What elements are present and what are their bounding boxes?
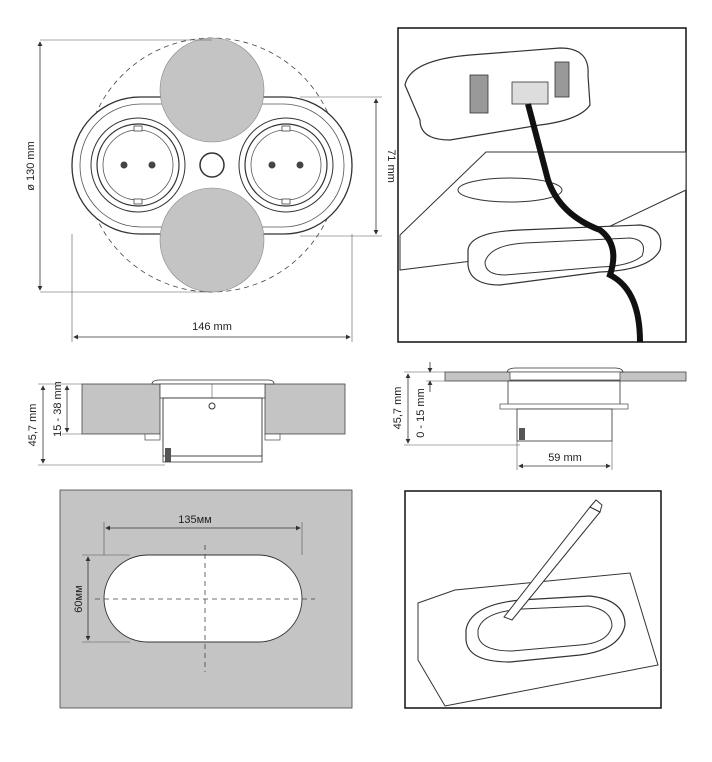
open-thickness-label: 15 - 38 mm xyxy=(52,381,64,437)
cutout-hole xyxy=(103,554,303,643)
side-view-closed xyxy=(404,362,687,470)
lid-bottom xyxy=(159,187,265,293)
panel-right xyxy=(264,383,346,435)
cutout-width-label: 135мм xyxy=(178,514,211,526)
closed-thickness-label: 0 - 15 mm xyxy=(415,388,427,438)
width-59-label: 59 mm xyxy=(548,452,582,464)
cutout-height-label: 60мм xyxy=(73,585,85,612)
marking-illustration xyxy=(404,490,662,709)
open-height-label: 45,7 mm xyxy=(27,404,39,447)
cutout-view xyxy=(59,489,353,709)
closed-height-label: 45,7 mm xyxy=(392,387,404,430)
cable xyxy=(525,103,643,343)
top-view xyxy=(37,37,382,342)
outlet-unit xyxy=(404,47,591,141)
height-71-label: 71 mm xyxy=(385,149,397,183)
diameter-label: ø 130 mm xyxy=(25,141,37,191)
side-view-open xyxy=(38,379,346,466)
lid-top xyxy=(159,37,265,143)
install-illustration xyxy=(397,27,687,343)
socket-left xyxy=(90,117,186,213)
socket-right xyxy=(238,117,334,213)
ring-outline xyxy=(465,595,626,663)
center-button xyxy=(199,152,225,178)
panel-left xyxy=(81,383,161,435)
width-146-label: 146 mm xyxy=(192,321,232,333)
